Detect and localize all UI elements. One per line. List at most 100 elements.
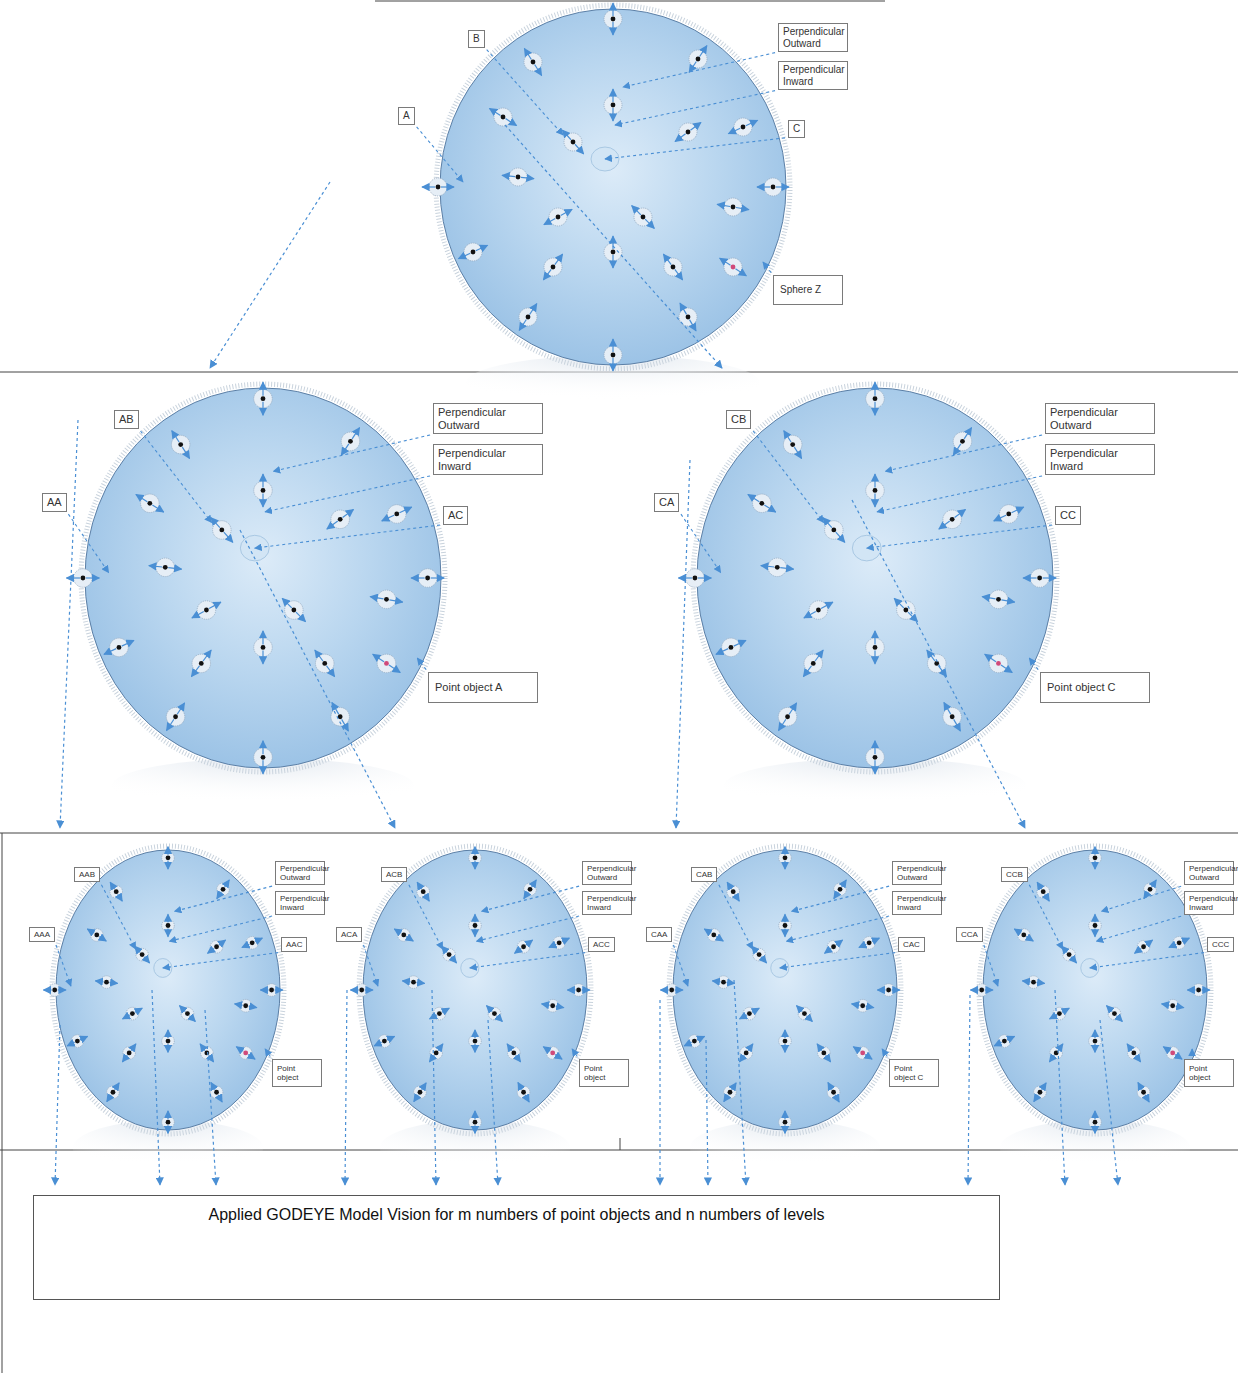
leader-line (273, 435, 430, 471)
inward-arrow (451, 957, 456, 963)
outward-arrow (804, 611, 816, 617)
label-box: CAA (646, 927, 672, 942)
point-object (542, 999, 564, 1012)
level-arrow (852, 500, 1025, 828)
inward-arrow (99, 937, 106, 941)
point-dot (384, 661, 389, 666)
outward-arrow (442, 946, 447, 952)
label-box: AB (114, 410, 139, 429)
point-halo (546, 1047, 559, 1060)
point-dot (831, 528, 836, 533)
point-halo (724, 258, 742, 276)
leader-line (255, 525, 440, 548)
outward-arrow (135, 946, 140, 952)
inward-arrow (167, 1030, 168, 1038)
point-object (394, 929, 413, 942)
point-dot (950, 517, 955, 522)
inward-arrow (282, 598, 292, 608)
outward-arrow (727, 882, 731, 889)
level-arrow (345, 990, 347, 1185)
inward-arrow (476, 245, 488, 250)
point-dot (75, 1039, 80, 1044)
point-object (1137, 1083, 1150, 1102)
label-text: Point object (277, 1064, 317, 1082)
point-object (1162, 999, 1184, 1012)
tick-line (620, 1138, 621, 1150)
point-dot (1148, 887, 1153, 892)
outward-arrow (351, 989, 359, 990)
point-dot (903, 608, 908, 613)
point-object (162, 1030, 175, 1052)
leader-line (487, 50, 563, 135)
point-object (422, 178, 454, 196)
point-object (834, 880, 847, 899)
point-dot (611, 353, 616, 358)
inward-arrow (1169, 944, 1176, 947)
inward-arrow (789, 703, 796, 714)
outward-arrow (107, 1095, 111, 1102)
row-line (0, 833, 1238, 834)
point-dot (243, 1051, 248, 1056)
outward-arrow (262, 760, 263, 773)
point-halo (239, 1047, 252, 1060)
label-box: Perpendicular Inward (892, 891, 942, 915)
outward-arrow (1043, 577, 1056, 578)
point-object (994, 1035, 1014, 1048)
level-arrow (205, 1010, 216, 1185)
point-halo (827, 940, 840, 953)
leader-line (56, 945, 71, 986)
outward-arrow (1117, 1016, 1123, 1022)
label-text: Perpendicular Outward (1189, 864, 1229, 882)
inward-arrow (944, 703, 951, 715)
outward-arrow (1202, 989, 1210, 990)
label-text: Perpendicular Outward (438, 406, 538, 431)
inward-arrow (411, 577, 424, 578)
sphere (440, 9, 786, 365)
point-object (469, 847, 482, 869)
inward-arrow (474, 929, 475, 937)
inward-arrow (86, 577, 99, 578)
inward-arrow (698, 577, 711, 578)
point-object (797, 1006, 813, 1022)
point-dot (867, 940, 872, 945)
outward-arrow (399, 507, 411, 513)
point-object (604, 89, 622, 121)
label-text: Perpendicular Inward (783, 64, 843, 87)
inward-arrow (180, 1006, 186, 1012)
point-halo (509, 168, 527, 186)
level-arrow (734, 980, 746, 1185)
label-box: AAA (29, 927, 55, 942)
point-dot (511, 1051, 516, 1056)
point-object (866, 631, 885, 664)
point-object (852, 999, 874, 1012)
label-text: CA (659, 496, 674, 509)
point-halo (417, 885, 430, 898)
point-halo (549, 208, 567, 226)
inward-arrow (1045, 894, 1049, 901)
outward-arrow (190, 1016, 196, 1022)
point-dot (693, 576, 698, 581)
outward-arrow (675, 269, 683, 279)
point-dot (1006, 512, 1011, 517)
point-dot (261, 488, 266, 493)
outward-arrow (908, 612, 918, 622)
point-object (779, 1111, 792, 1133)
label-text: AAA (34, 930, 50, 939)
sphere (697, 388, 1053, 768)
outward-arrow (262, 474, 263, 487)
point-object (110, 882, 123, 901)
label-text: Point object (584, 1064, 624, 1082)
inward-arrow (167, 861, 168, 869)
point-object (374, 1035, 394, 1048)
point-halo (210, 940, 223, 953)
outward-arrow (823, 518, 832, 528)
inward-arrow (1127, 1044, 1132, 1051)
point-dot (979, 988, 984, 993)
outward-arrow (389, 600, 402, 602)
point-halo (387, 505, 406, 524)
point-dot (611, 17, 616, 22)
outward-arrow (1050, 1015, 1057, 1019)
inward-arrow (982, 597, 995, 599)
point-object (490, 108, 517, 126)
point-halo (1173, 937, 1186, 950)
